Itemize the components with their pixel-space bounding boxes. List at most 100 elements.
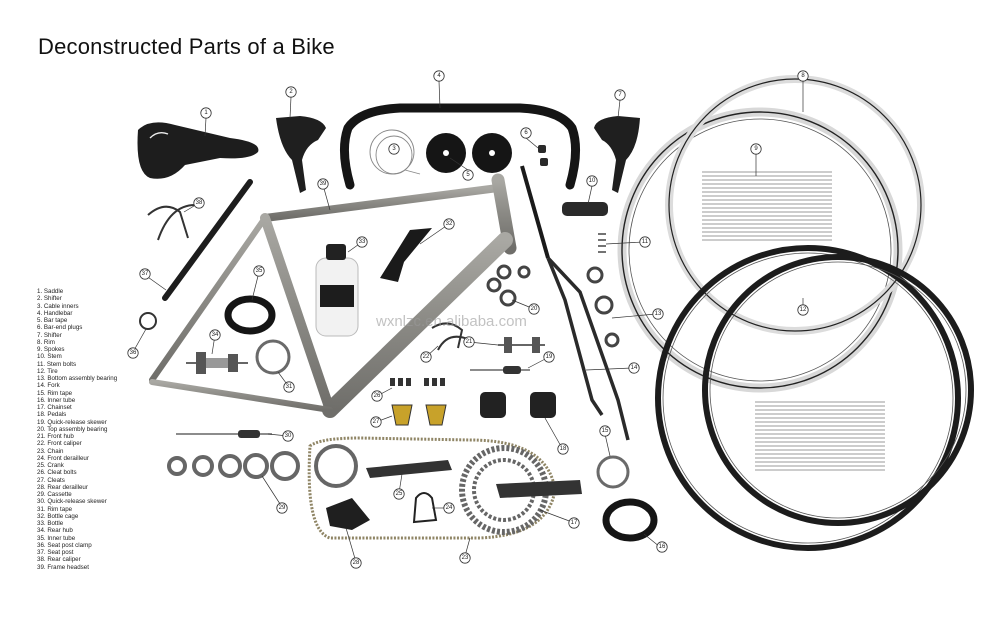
callout-9: 9 [750,143,762,155]
svg-text:3: 3 [392,146,396,152]
inner-tube-left [224,295,276,335]
svg-text:20: 20 [531,306,538,312]
callout-16: 16 [656,541,668,553]
svg-text:24: 24 [446,505,453,511]
callout-19: 19 [543,351,555,363]
callout-29: 29 [276,502,288,514]
stem-bolts [598,233,606,253]
parts-legend: 1. Saddle 2. Shifter 3. Cable inners 4. … [37,288,117,571]
watermark: wxnlzc.en.alibaba.com [375,313,527,330]
callout-18: 18 [557,443,569,455]
handlebar [340,103,580,190]
callout-34: 34 [209,329,221,341]
fork [520,165,630,441]
callout-20: 20 [528,303,540,315]
callout-38: 38 [193,197,205,209]
svg-text:7: 7 [618,92,622,98]
svg-text:28: 28 [353,560,360,566]
rim-front [617,107,903,393]
svg-text:26: 26 [374,393,381,399]
svg-text:2: 2 [289,89,293,95]
legend-item: 9. Spokes [37,346,65,353]
pedals [480,392,556,418]
front-derailleur [412,492,438,524]
legend-item: 36. Seat post clamp [37,541,92,549]
legend-item: 17. Chainset [37,404,72,411]
legend-item: 37. Seat post [37,549,74,556]
svg-text:11: 11 [642,239,649,245]
svg-text:21: 21 [466,339,473,345]
svg-text:37: 37 [142,271,149,277]
svg-text:27: 27 [373,419,380,425]
cleat-bolts [390,378,445,386]
legend-item: 15. Rim tape [37,389,73,397]
legend-item: 12. Tire [37,367,58,375]
svg-text:22: 22 [423,354,430,360]
rear-derailleur [326,498,370,530]
rim-rear [665,75,925,335]
svg-text:15: 15 [602,428,609,434]
rim-tape-left [255,339,291,375]
legend-item: 3. Cable inners [37,302,79,310]
callout-39: 39 [317,178,329,190]
rear-caliper [147,204,196,241]
callout-31: 31 [283,381,295,393]
svg-text:1: 1 [204,110,208,116]
svg-text:35: 35 [256,268,263,274]
legend-item: 32. Bottle cage [37,512,79,520]
callout-4: 4 [433,70,445,82]
callout-7: 7 [614,89,626,101]
stem [562,202,608,216]
page-title: Deconstructed Parts of a Bike [38,34,335,59]
callout-21: 21 [463,336,475,348]
legend-item: 38. Rear caliper [37,556,81,564]
svg-text:10: 10 [589,178,596,184]
callout-14: 14 [628,362,640,374]
legend-item: 39. Frame headset [37,563,89,571]
cassette [167,444,358,488]
legend-item: 14. Fork [37,382,60,390]
saddle [137,122,259,179]
legend-item: 8. Rim [37,338,55,346]
bike-frame [149,173,517,418]
callout-30: 30 [282,430,294,442]
callout-3: 3 [388,143,400,155]
svg-text:14: 14 [631,365,638,371]
svg-text:34: 34 [212,332,219,338]
bottle-cage [380,228,432,282]
callout-37: 37 [139,268,151,280]
svg-text:6: 6 [524,130,528,136]
callout-24: 24 [443,502,455,514]
callout-33: 33 [356,236,368,248]
svg-text:16: 16 [659,544,666,550]
shifter-right [594,116,640,193]
callout-2: 2 [285,86,297,98]
quick-release-skewer-front [470,366,530,374]
svg-text:12: 12 [800,307,807,313]
svg-text:39: 39 [320,181,327,187]
svg-text:30: 30 [285,433,292,439]
callout-28: 28 [350,557,362,569]
svg-text:33: 33 [359,239,366,245]
legend-item: 5. Bar tape [37,317,68,324]
svg-text:9: 9 [754,146,758,152]
callout-27: 27 [370,416,382,428]
callout-15: 15 [599,425,611,437]
svg-text:4: 4 [437,73,441,79]
legend-item: 6. Bar-end plugs [37,324,83,332]
legend-item: 33. Bottle [37,520,64,527]
crank [366,460,452,478]
legend-item: 16. Inner tube [37,396,76,404]
svg-text:8: 8 [801,73,805,79]
tire-rear [702,254,974,526]
legend-item: 34. Rear hub [37,527,73,535]
seat-post-clamp [139,312,157,330]
legend-item: 13. Bottom assembly bearing [37,375,118,382]
legend-item: 24. Front derailleur [37,454,89,462]
bottle [315,244,359,337]
svg-text:31: 31 [286,384,293,390]
svg-text:36: 36 [130,350,137,356]
chainset [459,445,582,535]
